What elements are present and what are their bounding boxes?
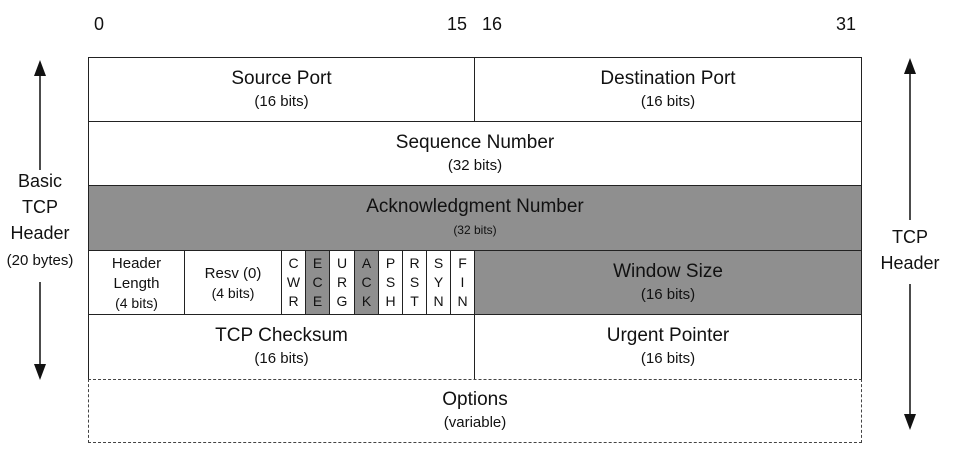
- flag-cwr-letter-2: W: [286, 274, 301, 290]
- tcp-label-line1: TCP: [892, 227, 928, 247]
- basic-header-span-arrow: [34, 60, 46, 380]
- destination-port-field: Destination Port (16 bits): [474, 57, 862, 122]
- flag-ack-letter-1: A: [361, 255, 372, 271]
- flag-rst: R S T: [402, 250, 427, 315]
- flag-syn: S Y N: [426, 250, 451, 315]
- flag-urg-letter-3: G: [336, 293, 348, 309]
- flag-rst-letter-3: T: [410, 293, 419, 309]
- flag-ece-letter-1: E: [312, 255, 323, 271]
- flag-ece: E C E: [305, 250, 330, 315]
- flag-syn-letter-3: N: [433, 293, 444, 309]
- reserved-size: (4 bits): [211, 284, 255, 301]
- flag-fin: F I N: [450, 250, 475, 315]
- bit-label-31: 31: [836, 14, 857, 34]
- flag-cwr: C W R: [281, 250, 306, 315]
- header-length-line1: Header: [111, 254, 162, 272]
- basic-label-line3: Header: [10, 223, 70, 243]
- flag-cwr-letter-3: R: [288, 293, 299, 309]
- source-port-field: Source Port (16 bits): [88, 57, 475, 122]
- flag-syn-letter-2: Y: [433, 274, 444, 290]
- acknowledgment-number-size: (32 bits): [453, 223, 497, 237]
- bit-label-16: 16: [482, 14, 503, 34]
- options-size: (variable): [443, 414, 507, 431]
- flag-syn-letter-1: S: [433, 255, 444, 271]
- window-size-name: Window Size: [613, 260, 723, 282]
- flag-psh: P S H: [378, 250, 403, 315]
- header-length-size: (4 bits): [115, 294, 158, 311]
- tcp-header-span-arrow: [904, 58, 916, 430]
- reserved-field: Resv (0) (4 bits): [184, 250, 282, 315]
- flag-psh-letter-1: P: [385, 255, 396, 271]
- flag-rst-letter-1: R: [409, 255, 420, 271]
- flag-cwr-letter-1: C: [288, 255, 299, 271]
- reserved-name: Resv (0): [204, 264, 262, 282]
- flag-rst-letter-2: S: [409, 274, 420, 290]
- flag-ack-letter-3: K: [361, 293, 372, 309]
- urgent-pointer-name: Urgent Pointer: [606, 325, 730, 346]
- flag-ack: A C K: [354, 250, 379, 315]
- basic-label-line2: TCP: [22, 197, 58, 217]
- basic-tcp-header-label: Basic TCP Header (20 bytes): [0, 168, 80, 274]
- flag-psh-letter-2: S: [385, 274, 396, 290]
- sequence-number-name: Sequence Number: [395, 131, 555, 153]
- bit-label-0: 0: [94, 14, 105, 34]
- flag-fin-letter-2: I: [460, 274, 465, 290]
- tcp-checksum-field: TCP Checksum (16 bits): [88, 314, 475, 380]
- destination-port-name: Destination Port: [600, 67, 736, 89]
- basic-label-line1: Basic: [17, 171, 62, 191]
- destination-port-size: (16 bits): [640, 92, 696, 110]
- flag-ece-letter-3: E: [312, 293, 323, 309]
- source-port-name: Source Port: [231, 67, 332, 89]
- source-port-size: (16 bits): [254, 92, 309, 110]
- flag-fin-letter-3: N: [457, 293, 468, 309]
- tcp-checksum-size: (16 bits): [254, 350, 309, 367]
- basic-label-line4: (20 bytes): [6, 252, 74, 269]
- sequence-number-field: Sequence Number (32 bits): [88, 121, 862, 186]
- flag-psh-letter-3: H: [385, 293, 396, 309]
- options-name: Options: [442, 389, 508, 410]
- flag-urg: U R G: [329, 250, 355, 315]
- header-length-line2: Length: [113, 274, 160, 292]
- bit-label-15: 15: [447, 14, 468, 34]
- flag-urg-letter-1: U: [336, 255, 348, 271]
- window-size-field: Window Size (16 bits): [474, 250, 862, 315]
- sequence-number-size: (32 bits): [447, 156, 503, 174]
- flag-fin-letter-1: F: [458, 255, 467, 271]
- acknowledgment-number-field: Acknowledgment Number (32 bits): [88, 185, 862, 251]
- tcp-label-line2: Header: [880, 253, 940, 273]
- tcp-checksum-name: TCP Checksum: [215, 325, 348, 346]
- window-size-size: (16 bits): [640, 285, 696, 303]
- urgent-pointer-field: Urgent Pointer (16 bits): [474, 314, 862, 380]
- acknowledgment-number-name: Acknowledgment Number: [366, 196, 584, 217]
- flag-urg-letter-2: R: [336, 274, 348, 290]
- flag-ack-letter-2: C: [361, 274, 372, 290]
- urgent-pointer-size: (16 bits): [640, 350, 696, 367]
- header-length-field: Header Length (4 bits): [88, 250, 185, 315]
- tcp-header-label: TCP Header: [868, 224, 952, 276]
- options-field: Options (variable): [88, 379, 862, 443]
- flag-ece-letter-2: C: [312, 274, 323, 290]
